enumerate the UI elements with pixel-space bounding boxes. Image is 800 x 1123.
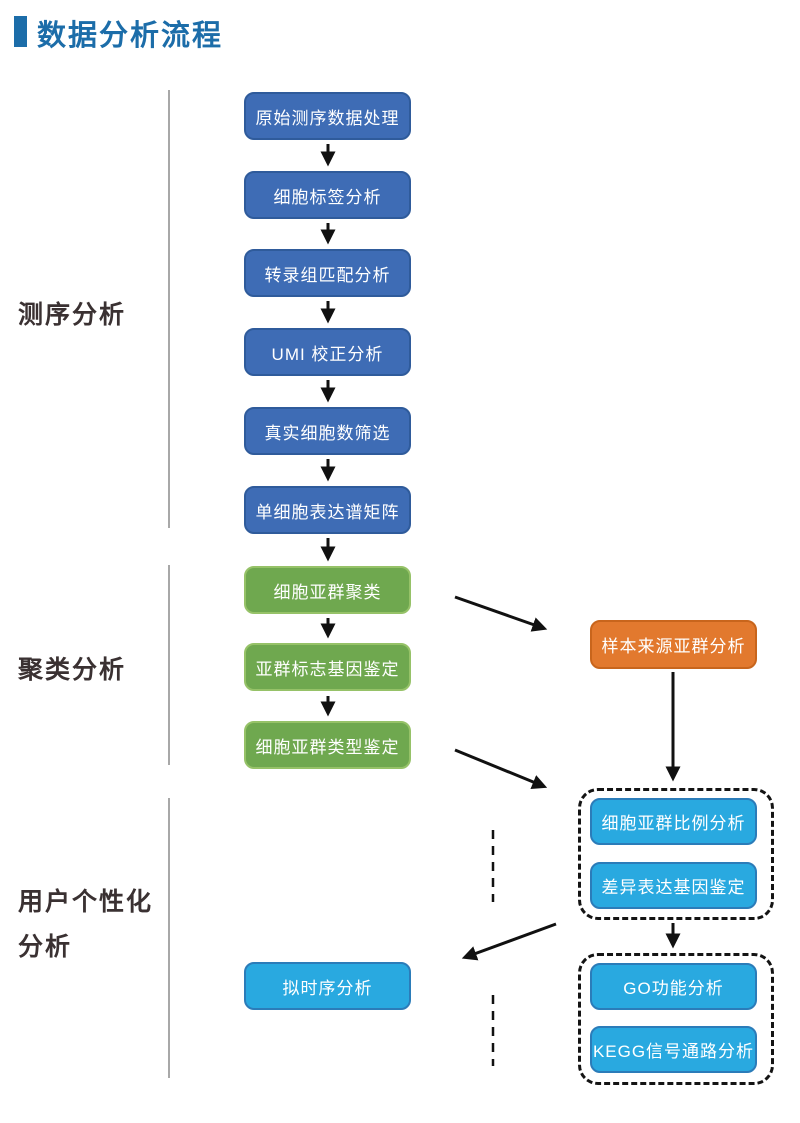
flow-box-subcluster: 细胞亚群聚类 xyxy=(244,566,411,614)
section-label-clustering: 聚类分析 xyxy=(18,656,127,684)
dashed-group-enrichment xyxy=(578,953,774,1085)
flow-box-go: GO功能分析 xyxy=(590,963,757,1010)
flow-box-sample-source: 样本来源亚群分析 xyxy=(590,620,757,669)
section-label-personalized-line1: 用户个性化 xyxy=(18,888,154,916)
page-title: 数据分析流程 xyxy=(37,20,224,52)
section-label-personalized-line2: 分析 xyxy=(18,933,73,961)
dashed-group-deg xyxy=(578,788,774,920)
flow-box-cell-type: 细胞亚群类型鉴定 xyxy=(244,721,411,769)
flow-box-proportion: 细胞亚群比例分析 xyxy=(590,798,757,845)
section-divider-line xyxy=(168,798,170,1078)
flow-box-real-cells: 真实细胞数筛选 xyxy=(244,407,411,455)
arrow-celltype-to-deggroup xyxy=(454,748,548,789)
flow-box-cell-label: 细胞标签分析 xyxy=(244,171,411,219)
flow-box-raw-data: 原始测序数据处理 xyxy=(244,92,411,140)
flow-box-marker-gene: 亚群标志基因鉴定 xyxy=(244,643,411,691)
section-divider-line xyxy=(168,565,170,765)
arrow-subcluster-to-samplesource xyxy=(454,595,548,632)
flow-box-kegg: KEGG信号通路分析 xyxy=(590,1026,757,1073)
arrow-deggroup-to-pseudotime xyxy=(461,922,557,961)
section-divider-line xyxy=(168,90,170,528)
flow-box-transcriptome: 转录组匹配分析 xyxy=(244,249,411,297)
flow-box-umi: UMI 校正分析 xyxy=(244,328,411,376)
flow-box-pseudotime: 拟时序分析 xyxy=(244,962,411,1010)
flow-box-expr-matrix: 单细胞表达谱矩阵 xyxy=(244,486,411,534)
section-label-sequencing: 测序分析 xyxy=(18,301,127,329)
flow-box-deg: 差异表达基因鉴定 xyxy=(590,862,757,909)
title-accent-bar xyxy=(14,16,27,47)
